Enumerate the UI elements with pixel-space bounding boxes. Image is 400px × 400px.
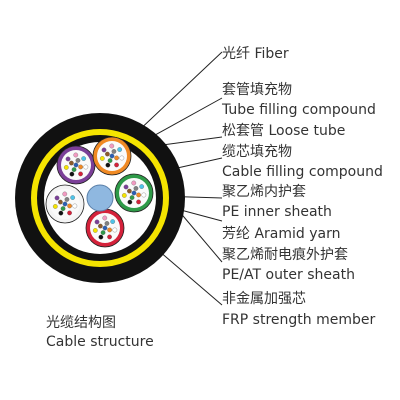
optical-fiber (107, 158, 113, 163)
label-cable-filling-en: Cable filling compound (222, 164, 383, 180)
optical-fiber (133, 186, 139, 191)
optical-fiber (111, 149, 117, 154)
optical-fiber (62, 191, 68, 197)
optical-fiber (141, 192, 147, 198)
optical-fiber (78, 171, 83, 177)
label-cable-filling-cn: 缆芯填充物 (222, 144, 292, 160)
loose-tube-red (85, 208, 125, 248)
label-frp-en: FRP strength member (222, 312, 376, 328)
optical-fiber (105, 151, 110, 157)
optical-fiber (112, 227, 118, 233)
optical-fiber (73, 162, 79, 168)
label-loose-tube: 松套管 Loose tube (222, 123, 346, 139)
optical-fiber (127, 188, 132, 194)
optical-fiber (100, 230, 106, 235)
loose-tube-purple (56, 145, 96, 185)
optical-fiber (110, 219, 116, 224)
optical-fiber (63, 165, 69, 170)
caption-cn: 光缆结构图 (46, 315, 116, 331)
label-pe-inner-en: PE inner sheath (222, 204, 332, 220)
optical-fiber (67, 210, 72, 216)
optical-fiber (58, 199, 63, 205)
optical-fiber (139, 184, 145, 189)
optical-fiber (102, 215, 108, 221)
optical-fiber (58, 210, 64, 216)
optical-fiber (136, 192, 141, 198)
optical-fiber (52, 204, 58, 209)
label-fiber: 光纤 Fiber (222, 46, 289, 62)
optical-fiber (83, 164, 89, 170)
optical-fiber (98, 234, 104, 240)
optical-fiber (121, 193, 127, 198)
optical-fiber (62, 201, 68, 207)
optical-fiber (69, 160, 74, 166)
optical-fiber (81, 156, 87, 161)
loose-tube-green (114, 173, 154, 213)
optical-fiber (114, 155, 119, 161)
optical-fiber (131, 180, 137, 186)
loose-tube-orange (92, 136, 132, 176)
label-pe-inner-cn: 聚乙烯内护套 (222, 184, 306, 200)
loose-tube-white (45, 184, 85, 224)
optical-fiber (109, 153, 115, 159)
label-pe-outer-en: PE/AT outer sheath (222, 267, 355, 283)
leader-line (177, 209, 223, 263)
optical-fiber (71, 167, 77, 172)
optical-fiber (70, 195, 76, 200)
caption-en: Cable structure (46, 334, 154, 350)
optical-fiber (94, 219, 100, 225)
optical-fiber (98, 223, 103, 229)
label-frp-cn: 非金属加强芯 (222, 291, 306, 307)
label-tube-filling-cn: 套管填充物 (222, 82, 292, 98)
optical-fiber (60, 206, 66, 211)
optical-fiber (101, 147, 107, 153)
optical-fiber (67, 203, 72, 209)
optical-fiber (119, 155, 125, 161)
optical-fiber (131, 190, 137, 196)
frp-strength-member (86, 184, 114, 212)
optical-fiber (123, 184, 129, 190)
label-tube-filling-en: Tube filling compound (222, 102, 376, 118)
optical-fiber (104, 221, 110, 226)
optical-fiber (73, 152, 79, 158)
optical-fiber (72, 203, 78, 209)
optical-fiber (102, 225, 108, 231)
loose-tubes (45, 136, 154, 248)
optical-fiber (117, 147, 123, 152)
optical-fiber (127, 199, 133, 205)
optical-fiber (69, 171, 75, 177)
optical-fiber (64, 197, 70, 202)
optical-fiber (65, 156, 71, 162)
label-aramid-yarn: 芳纶 Aramid yarn (222, 226, 341, 242)
optical-fiber (99, 156, 105, 161)
optical-fiber (92, 228, 98, 233)
optical-fiber (114, 162, 119, 168)
optical-fiber (107, 227, 112, 233)
optical-fiber (129, 195, 135, 200)
optical-fiber (109, 143, 115, 149)
optical-fiber (107, 234, 112, 240)
optical-fiber (54, 195, 60, 201)
label-pe-outer-cn: 聚乙烯耐电痕外护套 (222, 247, 348, 263)
optical-fiber (105, 162, 111, 168)
optical-fiber (136, 199, 141, 205)
aramid-yarn-ring (31, 129, 169, 267)
optical-fiber (78, 164, 83, 170)
optical-fiber (75, 158, 81, 163)
